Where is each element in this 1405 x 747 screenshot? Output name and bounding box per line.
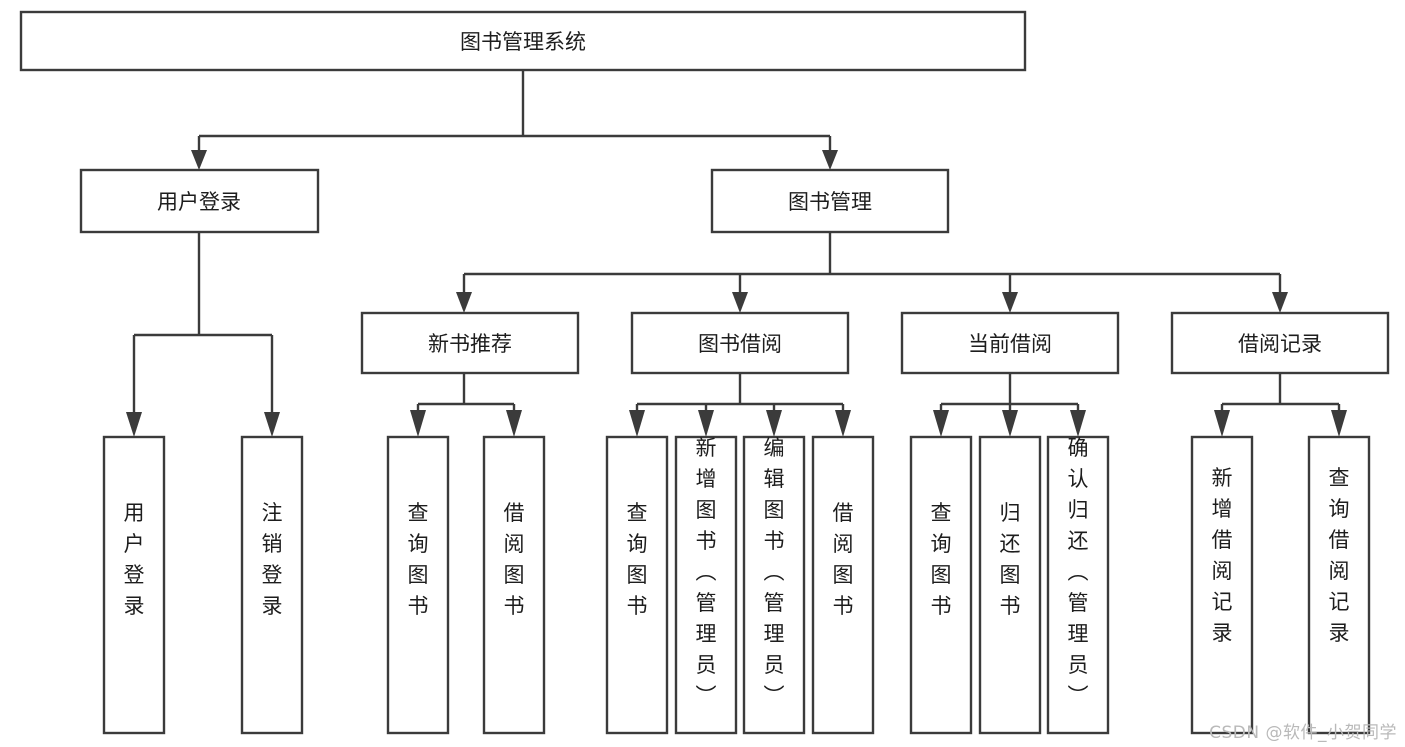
node-leaf-logout-label: 注销登录 — [262, 501, 283, 618]
arrowhead-leaf-query-book-3 — [933, 410, 949, 437]
node-borrow-record[interactable]: 借阅记录 — [1170, 311, 1390, 375]
node-leaf-borrow-book-2-box[interactable] — [811, 435, 875, 735]
node-leaf-query-book-1[interactable]: 查询图书 — [386, 435, 450, 735]
arrowhead-book-borrow — [732, 292, 748, 313]
node-leaf-confirm-return[interactable]: 确认归还︵管理员︶ — [1046, 435, 1110, 735]
node-leaf-edit-book-box[interactable] — [742, 435, 806, 735]
node-current-borrow-label: 当前借阅 — [968, 332, 1052, 356]
node-leaf-confirm-return-label: 确认归还︵管理员︶ — [1068, 436, 1089, 708]
node-new-book-rec[interactable]: 新书推荐 — [360, 311, 580, 375]
node-leaf-logout-box[interactable] — [240, 435, 304, 735]
node-leaf-query-record[interactable]: 查询借阅记录 — [1307, 435, 1371, 735]
node-leaf-return-book-box[interactable] — [978, 435, 1042, 735]
node-user-login[interactable]: 用户登录 — [79, 168, 320, 234]
arrowhead-leaf-return-book — [1002, 410, 1018, 437]
node-leaf-query-book-3-label: 查询图书 — [931, 501, 952, 618]
node-user-login-box[interactable] — [79, 168, 320, 234]
node-leaf-add-book[interactable]: 新增图书︵管理员︶ — [674, 435, 738, 735]
connector-layer — [126, 70, 1347, 437]
node-leaf-add-book-box[interactable] — [674, 435, 738, 735]
node-leaf-query-book-2[interactable]: 查询图书 — [605, 435, 669, 735]
node-book-manage-box[interactable] — [710, 168, 950, 234]
node-borrow-record-label: 借阅记录 — [1238, 332, 1322, 356]
arrowhead-leaf-edit-book — [766, 410, 782, 437]
arrowhead-borrow-record — [1272, 292, 1288, 313]
node-current-borrow[interactable]: 当前借阅 — [900, 311, 1120, 375]
node-leaf-add-record-label: 新增借阅记录 — [1212, 466, 1233, 645]
arrowhead-leaf-borrow-book-1 — [506, 410, 522, 437]
node-leaf-add-record[interactable]: 新增借阅记录 — [1190, 435, 1254, 735]
node-leaf-borrow-book-2[interactable]: 借阅图书 — [811, 435, 875, 735]
csdn-watermark: CSDN @软件_小贺同学 — [1209, 723, 1397, 743]
node-leaf-add-record-box[interactable] — [1190, 435, 1254, 735]
node-book-manage-label: 图书管理 — [788, 190, 872, 214]
node-leaf-confirm-return-box[interactable] — [1046, 435, 1110, 735]
arrowhead-leaf-borrow-book-2 — [835, 410, 851, 437]
node-user-login-label: 用户登录 — [157, 190, 241, 214]
node-leaf-logout[interactable]: 注销登录 — [240, 435, 304, 735]
node-leaf-query-book-1-box[interactable] — [386, 435, 450, 735]
node-leaf-add-book-label: 新增图书︵管理员︶ — [696, 436, 717, 708]
node-leaf-query-book-3[interactable]: 查询图书 — [909, 435, 973, 735]
node-book-borrow-box[interactable] — [630, 311, 850, 375]
node-book-borrow[interactable]: 图书借阅 — [630, 311, 850, 375]
node-root-label: 图书管理系统 — [460, 30, 586, 54]
node-leaf-query-book-1-label: 查询图书 — [408, 501, 429, 618]
arrowhead-leaf-query-book-1 — [410, 410, 426, 437]
node-leaf-edit-book[interactable]: 编辑图书︵管理员︶ — [742, 435, 806, 735]
arrowhead-leaf-confirm-return — [1070, 410, 1086, 437]
node-book-borrow-label: 图书借阅 — [698, 332, 782, 356]
node-new-book-rec-box[interactable] — [360, 311, 580, 375]
node-leaf-query-record-label: 查询借阅记录 — [1329, 466, 1350, 645]
node-leaf-borrow-book-2-label: 借阅图书 — [833, 501, 854, 618]
arrowhead-new-book-rec — [456, 292, 472, 313]
node-leaf-query-book-2-label: 查询图书 — [627, 501, 648, 618]
node-book-manage[interactable]: 图书管理 — [710, 168, 950, 234]
arrowhead-leaf-add-book — [698, 410, 714, 437]
node-current-borrow-box[interactable] — [900, 311, 1120, 375]
node-leaf-borrow-book-1-label: 借阅图书 — [504, 501, 525, 618]
node-leaf-edit-book-label: 编辑图书︵管理员︶ — [764, 436, 785, 708]
arrowhead-leaf-add-record — [1214, 410, 1230, 437]
node-leaf-user-login-label: 用户登录 — [124, 501, 145, 618]
arrowhead-current-borrow — [1002, 292, 1018, 313]
node-leaf-user-login-box[interactable] — [102, 435, 166, 735]
node-leaf-borrow-book-1-box[interactable] — [482, 435, 546, 735]
node-leaf-query-book-2-box[interactable] — [605, 435, 669, 735]
node-leaf-return-book[interactable]: 归还图书 — [978, 435, 1042, 735]
arrowhead-leaf-logout — [264, 412, 280, 437]
node-leaf-return-book-label: 归还图书 — [1000, 501, 1021, 618]
arrowhead-leaf-query-book-2 — [629, 410, 645, 437]
node-leaf-query-book-3-box[interactable] — [909, 435, 973, 735]
arrowhead-user-login — [191, 150, 207, 170]
arrowhead-book-manage — [822, 150, 838, 170]
node-borrow-record-box[interactable] — [1170, 311, 1390, 375]
node-leaf-query-record-box[interactable] — [1307, 435, 1371, 735]
arrowhead-leaf-query-record — [1331, 410, 1347, 437]
node-root-box[interactable] — [19, 10, 1027, 72]
node-new-book-rec-label: 新书推荐 — [428, 332, 512, 356]
node-leaf-user-login[interactable]: 用户登录 — [102, 435, 166, 735]
node-root[interactable]: 图书管理系统 — [19, 10, 1027, 72]
arrowhead-leaf-user-login — [126, 412, 142, 437]
node-leaf-borrow-book-1[interactable]: 借阅图书 — [482, 435, 546, 735]
